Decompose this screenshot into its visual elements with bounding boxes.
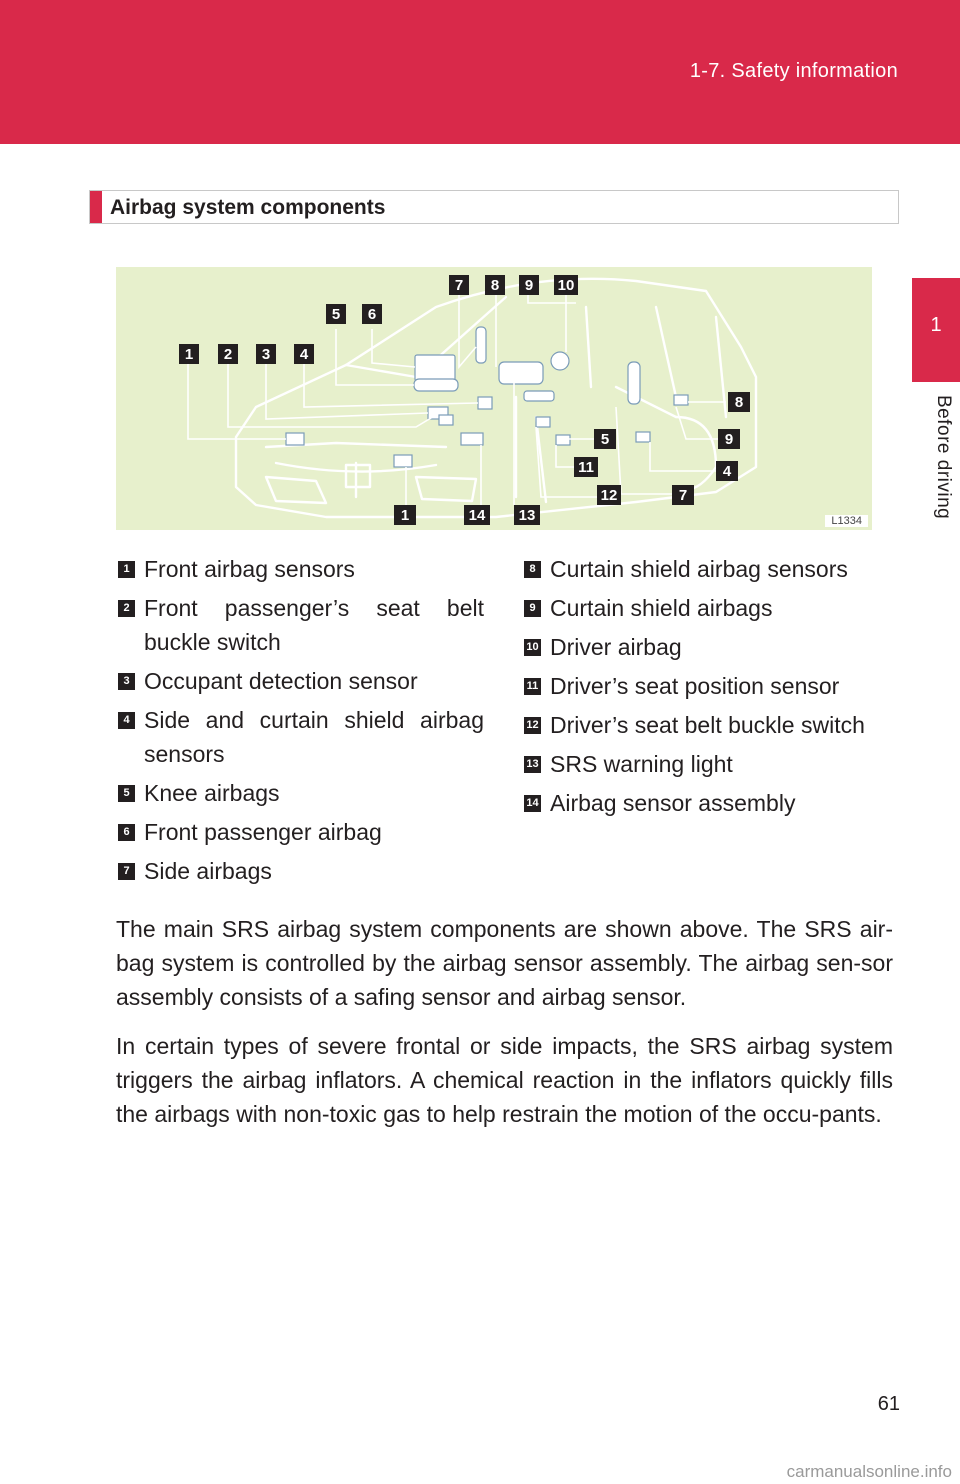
svg-text:2: 2 [224, 346, 232, 363]
header-band: 1-7. Safety information [0, 0, 960, 144]
body-paragraph-2: In certain types of severe frontal or si… [116, 1033, 893, 1127]
legend-number: 4 [118, 712, 135, 729]
legend-number: 11 [524, 678, 541, 695]
svg-text:13: 13 [519, 507, 536, 524]
legend-item: 4 Side and curtain shield airbag sensors [118, 703, 484, 771]
legend-item: 7 Side airbags [118, 854, 484, 888]
svg-text:14: 14 [469, 507, 486, 524]
legend-number: 14 [524, 795, 541, 812]
heading-text: Airbag system components [110, 196, 386, 219]
legend-item: 6 Front passenger airbag [118, 815, 484, 849]
callout-numbers: 1 2 3 4 5 6 7 8 9 10 8 5 9 11 4 12 7 1 1… [179, 275, 750, 525]
legend-number: 6 [118, 824, 135, 841]
svg-text:7: 7 [679, 487, 687, 504]
legend-number: 8 [524, 561, 541, 578]
svg-text:9: 9 [725, 431, 733, 448]
svg-text:1: 1 [401, 507, 409, 524]
svg-text:11: 11 [578, 459, 594, 476]
svg-text:8: 8 [491, 277, 499, 294]
body-paragraph-1: The main SRS airbag system components ar… [116, 916, 893, 1010]
svg-text:8: 8 [735, 394, 743, 411]
section-heading: Airbag system components [89, 190, 899, 224]
legend-item: 2 Front passenger’s seat belt buckle swit… [118, 591, 484, 659]
legend-text: Occupant detection sensor [144, 668, 418, 694]
legend-item: 14 Airbag sensor assembly [524, 786, 884, 820]
legend-text: Front passenger’s seat belt buckle switc… [144, 595, 484, 655]
legend-text: Driver airbag [550, 634, 682, 660]
legend-number: 3 [118, 673, 135, 690]
legend-number: 9 [524, 600, 541, 617]
svg-text:10: 10 [558, 277, 575, 294]
legend-text: Front airbag sensors [144, 556, 355, 582]
legend-text: Airbag sensor assembly [550, 790, 796, 816]
svg-text:4: 4 [723, 463, 732, 480]
legend-number: 5 [118, 785, 135, 802]
legend-text: Driver’s seat position sensor [550, 673, 840, 699]
legend-text: Driver’s seat belt buckle switch [550, 712, 865, 738]
legend-item: 9 Curtain shield airbags [524, 591, 884, 625]
legend-text: Front passenger airbag [144, 819, 382, 845]
legend-item: 1 Front airbag sensors [118, 552, 484, 586]
legend-item: 11 Driver’s seat position sensor [524, 669, 884, 703]
svg-text:5: 5 [332, 306, 340, 323]
legend-left-column: 1 Front airbag sensors 2 Front passenger’s… [118, 552, 484, 893]
page-number: 61 [877, 1393, 900, 1415]
legend-text: Knee airbags [144, 780, 280, 806]
section-title: 1-7. Safety information [689, 60, 898, 82]
chapter-tab[interactable]: 1 [912, 278, 960, 382]
legend-item: 12 Driver’s seat belt buckle switch [524, 708, 884, 742]
legend-number: 12 [524, 717, 541, 734]
svg-text:5: 5 [601, 431, 609, 448]
legend-number: 13 [524, 756, 541, 773]
heading-accent-bar [90, 191, 102, 223]
svg-text:1: 1 [185, 346, 193, 363]
legend-number: 2 [118, 600, 135, 617]
legend-item: 10 Driver airbag [524, 630, 884, 664]
svg-text:6: 6 [368, 306, 376, 323]
svg-text:3: 3 [262, 346, 270, 363]
svg-text:4: 4 [300, 346, 309, 363]
car-illustration: 1 2 3 4 5 6 7 8 9 10 8 5 9 11 4 12 7 1 1… [179, 275, 758, 525]
watermark: carmanualsonline.info [786, 1462, 952, 1481]
legend-text: SRS warning light [550, 751, 733, 777]
legend-number: 1 [118, 561, 135, 578]
legend-number: 10 [524, 639, 541, 656]
chapter-label: Before driving [933, 395, 954, 520]
figure-code: L1334 [825, 515, 868, 527]
svg-text:12: 12 [601, 487, 618, 504]
svg-text:9: 9 [525, 277, 533, 294]
legend-item: 3 Occupant detection sensor [118, 664, 484, 698]
svg-text:7: 7 [455, 277, 463, 294]
legend-item: 8 Curtain shield airbag sensors [524, 552, 884, 586]
legend-text: Side airbags [144, 858, 272, 884]
legend-number: 7 [118, 863, 135, 880]
legend-item: 13 SRS warning light [524, 747, 884, 781]
legend-text: Side and curtain shield airbag sensors [144, 707, 484, 767]
legend-right-column: 8 Curtain shield airbag sensors 9 Curtain … [524, 552, 884, 825]
legend-item: 5 Knee airbags [118, 776, 484, 810]
airbag-components-figure: 1 2 3 4 5 6 7 8 9 10 8 5 9 11 4 12 7 1 1… [116, 267, 872, 530]
legend-text: Curtain shield airbags [550, 595, 773, 621]
chapter-number: 1 [930, 314, 942, 336]
legend-text: Curtain shield airbag sensors [550, 556, 848, 582]
